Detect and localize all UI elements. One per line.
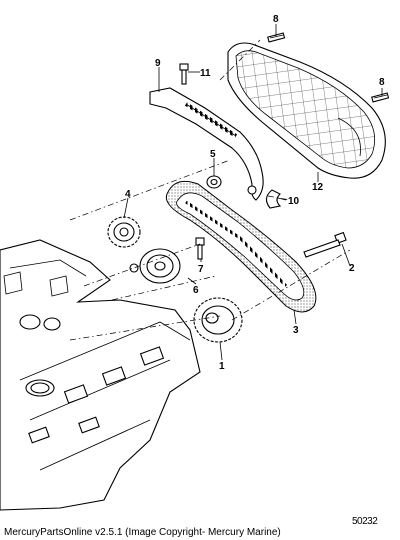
callout-3: 3 xyxy=(293,325,299,336)
callout-12: 12 xyxy=(312,182,324,193)
guide-bolt xyxy=(179,63,189,85)
leader-lines xyxy=(123,24,383,361)
alignment-lines xyxy=(69,39,351,341)
callout-5: 5 xyxy=(210,149,216,160)
callout-11: 11 xyxy=(200,68,211,79)
figure-number: 50232 xyxy=(352,516,378,527)
cover-bolt-right xyxy=(371,92,390,103)
callout-6: 6 xyxy=(193,285,199,296)
timing-belt xyxy=(165,180,317,313)
sprocket-bolt xyxy=(303,231,347,258)
idler-spacer xyxy=(206,175,222,189)
callout-2: 2 xyxy=(349,263,355,274)
callout-1: 1 xyxy=(219,361,225,372)
rear-timing-guide xyxy=(149,87,264,201)
copyright-footer: MercuryPartsOnline v2.5.1 (Image Copyrig… xyxy=(4,527,281,538)
belt-tensioner xyxy=(129,248,181,284)
callout-9: 9 xyxy=(155,58,161,69)
callout-labels: 1 2 3 4 5 6 7 8 8 9 10 11 12 xyxy=(125,14,385,372)
cover-bolt-top xyxy=(267,32,286,43)
callout-8-right: 8 xyxy=(379,77,385,88)
timing-belt-cover xyxy=(227,42,386,179)
engine-block xyxy=(0,239,201,511)
camshaft-sprocket-lower xyxy=(193,297,243,343)
callout-7: 7 xyxy=(198,264,204,275)
callout-8-top: 8 xyxy=(273,14,279,25)
camshaft-sprocket-upper xyxy=(107,216,141,248)
tensioner-bolt xyxy=(195,237,205,260)
callout-10: 10 xyxy=(288,196,300,207)
callout-4: 4 xyxy=(125,189,131,200)
clip xyxy=(265,189,282,209)
